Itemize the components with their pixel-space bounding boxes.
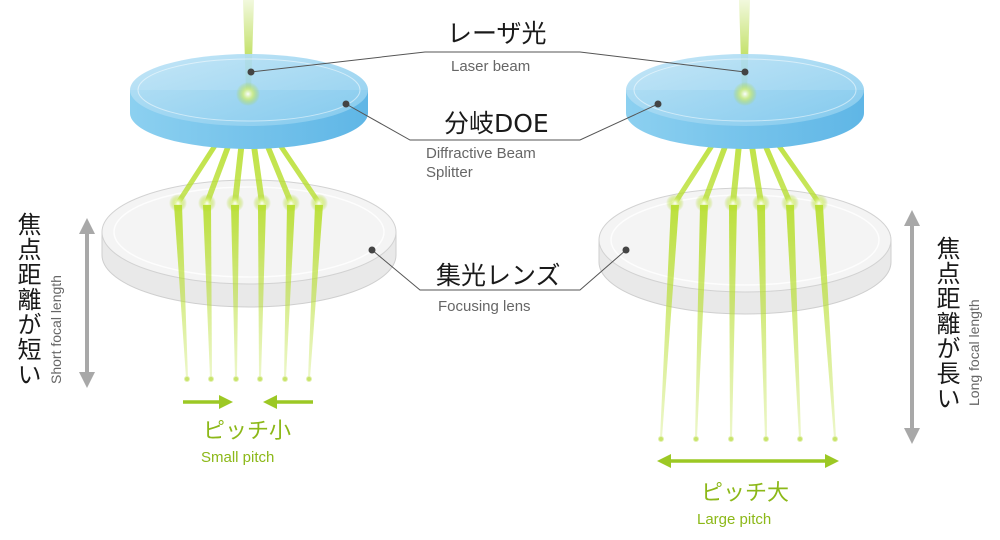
leader-lens: [371, 249, 627, 291]
short-focal-label-jp: 焦点距離が短い: [13, 212, 41, 387]
left-focal-points: [184, 376, 312, 382]
small-pitch-label-jp: ピッチ小: [203, 419, 292, 444]
leader-laser: [250, 51, 746, 73]
long-focal-label-en: Long focal length: [966, 299, 982, 406]
laser-label-jp: レーザ光: [447, 19, 547, 48]
right-assembly: [598, 0, 892, 442]
left-focused-beams: [174, 205, 323, 378]
lens-label-en: Focusing lens: [438, 298, 531, 315]
small-pitch-label-en: Small pitch: [201, 449, 275, 466]
right-focal-points: [658, 436, 838, 442]
doe-label-en-1: Diffractive Beam: [426, 145, 536, 162]
right-doe-glow: [733, 82, 757, 106]
leader-doe: [345, 103, 659, 141]
doe-label-en-2: Splitter: [426, 164, 473, 181]
left-lens-spots: [169, 194, 328, 212]
doe-label-jp: 分岐DOE: [444, 109, 549, 138]
leader-lines: [250, 51, 746, 291]
left-assembly: [101, 0, 397, 382]
lens-label-jp: 集光レンズ: [436, 261, 561, 290]
right-focused-beams: [660, 205, 836, 438]
laser-label-en: Laser beam: [451, 58, 531, 75]
short-focal-label-en: Short focal length: [48, 275, 64, 384]
left-doe-glow: [236, 82, 260, 106]
right-focusing-lens: [598, 187, 892, 315]
large-pitch-label-en: Large pitch: [697, 511, 772, 528]
leader-dots: [247, 68, 749, 254]
large-pitch-label-jp: ピッチ大: [701, 481, 790, 506]
long-focal-label-jp: 焦点距離が長い: [932, 236, 960, 411]
left-focusing-lens: [101, 179, 397, 308]
right-lens-spots: [666, 194, 828, 212]
